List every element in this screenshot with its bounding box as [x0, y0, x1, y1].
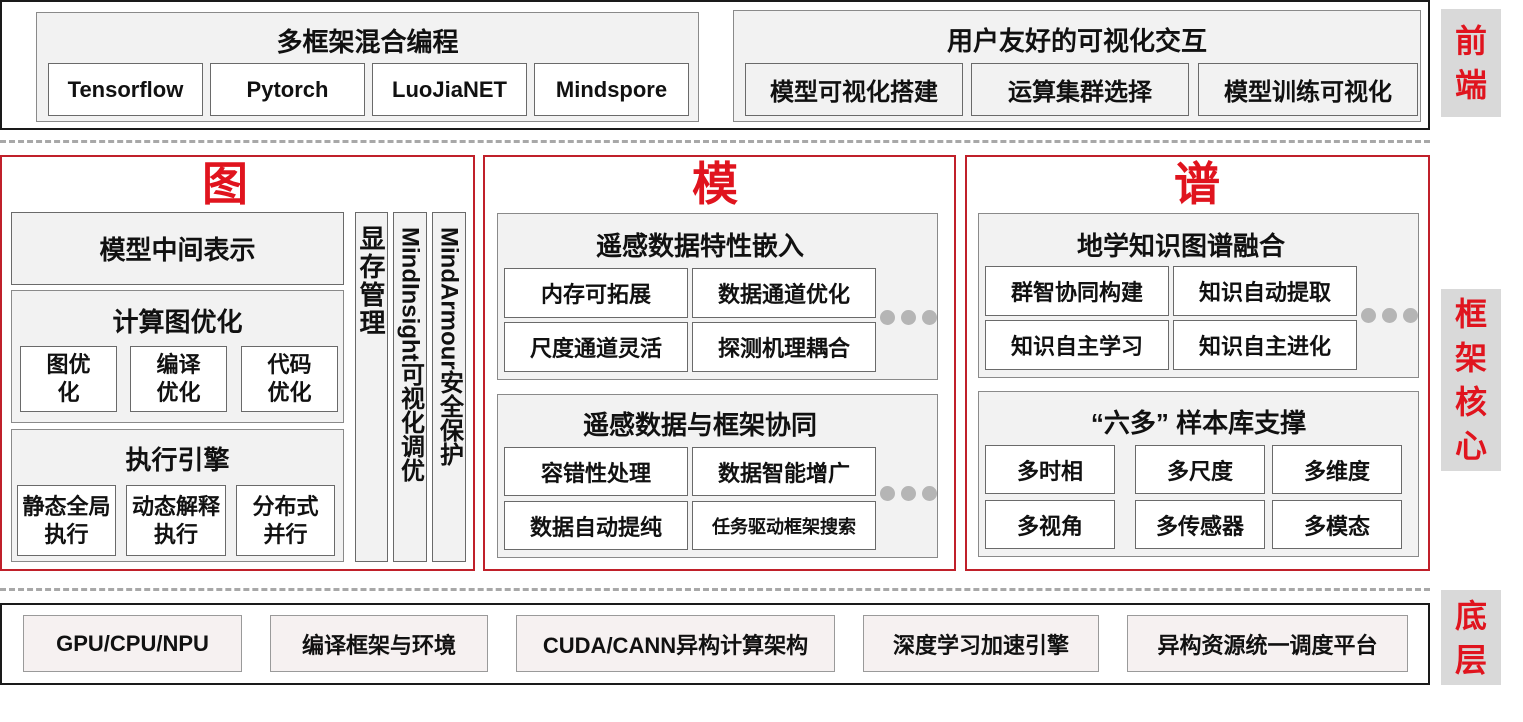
mindinsight-label: MindInsight可视化调优 [396, 227, 424, 482]
graph-heading: 图 [202, 158, 248, 210]
framework-luojianet: LuoJiaNET [372, 63, 527, 116]
cuda-cann-arch: CUDA/CANN异构计算架构 [516, 615, 835, 672]
more-dots-icon [880, 310, 937, 325]
model-section [483, 155, 956, 571]
model-heading: 模 [692, 158, 738, 210]
framework-pytorch: Pytorch [210, 63, 365, 116]
dynamic-exec-item: 动态解释执行 [126, 485, 226, 556]
core-tab: 框架核心 [1441, 289, 1501, 471]
spectrum-section [965, 155, 1430, 571]
feature-cluster-select: 运算集群选择 [971, 63, 1189, 116]
sample-lib-item: 多尺度 [1135, 445, 1265, 494]
graph-section [0, 155, 475, 571]
sample-lib-item: 多维度 [1272, 445, 1402, 494]
geo-kg-item: 知识自主进化 [1173, 320, 1357, 370]
compile-opt-item: 编译优化 [130, 346, 227, 412]
bottom-tab: 底层 [1441, 590, 1501, 685]
mindarmour-box: MindArmour安全保护 [432, 212, 466, 562]
rs-collab-title: 遥感数据与框架协同 [582, 410, 817, 440]
multi-framework-title: 多框架混合编程 [276, 27, 459, 57]
rs-embed-title: 遥感数据特性嵌入 [595, 231, 804, 261]
mindinsight-box: MindInsight可视化调优 [393, 212, 427, 562]
rs-collab-item: 任务驱动框架搜索 [692, 501, 876, 550]
geo-kg-item: 知识自主学习 [985, 320, 1169, 370]
geo-kg-item: 知识自动提取 [1173, 266, 1357, 316]
feature-train-visual: 模型训练可视化 [1198, 63, 1418, 116]
divider-top [0, 140, 1430, 143]
spectrum-heading: 谱 [1174, 158, 1220, 210]
sample-lib-title: “六多” 样本库支撑 [1090, 408, 1307, 438]
sample-lib-item: 多模态 [1272, 500, 1402, 549]
static-exec-item: 静态全局执行 [17, 485, 116, 556]
framework-mindspore: Mindspore [534, 63, 689, 116]
more-dots-icon [1361, 308, 1418, 323]
framework-tensorflow: Tensorflow [48, 63, 203, 116]
model-ir-box: 模型中间表示 [11, 212, 344, 285]
exec-engine-title: 执行引擎 [125, 445, 230, 475]
sample-lib-item: 多时相 [985, 445, 1115, 494]
rs-embed-item: 尺度通道灵活 [504, 322, 688, 372]
mindarmour-label: MindArmour安全保护 [435, 227, 463, 466]
rs-collab-item: 数据自动提纯 [504, 501, 688, 550]
rs-embed-item: 数据通道优化 [692, 268, 876, 318]
feature-model-build: 模型可视化搭建 [745, 63, 963, 116]
hw-gpu-cpu-npu: GPU/CPU/NPU [23, 615, 242, 672]
code-opt-item: 代码优化 [241, 346, 338, 412]
compile-framework-env: 编译框架与环境 [270, 615, 488, 672]
visual-interaction-title: 用户友好的可视化交互 [946, 26, 1207, 56]
graph-opt-item: 图优化 [20, 346, 117, 412]
geo-kg-item: 群智协同构建 [985, 266, 1169, 316]
frontend-layer [0, 0, 1430, 130]
memory-mgmt-label: 显存管理 [356, 225, 386, 337]
sample-lib-item: 多传感器 [1135, 500, 1265, 549]
memory-mgmt-box: 显存管理 [355, 212, 388, 562]
frontend-tab: 前端 [1441, 9, 1501, 117]
rs-embed-item: 内存可拓展 [504, 268, 688, 318]
rs-collab-item: 数据智能增广 [692, 447, 876, 496]
graph-opt-title: 计算图优化 [112, 307, 243, 337]
dl-accel-engine: 深度学习加速引擎 [863, 615, 1099, 672]
divider-bottom [0, 588, 1430, 591]
geo-kg-title: 地学知识图谱融合 [1076, 231, 1285, 261]
rs-collab-item: 容错性处理 [504, 447, 688, 496]
bottom-layer [0, 603, 1430, 685]
more-dots-icon [880, 486, 937, 501]
sample-lib-item: 多视角 [985, 500, 1115, 549]
distributed-exec-item: 分布式并行 [236, 485, 335, 556]
rs-embed-item: 探测机理耦合 [692, 322, 876, 372]
hetero-scheduler: 异构资源统一调度平台 [1127, 615, 1408, 672]
